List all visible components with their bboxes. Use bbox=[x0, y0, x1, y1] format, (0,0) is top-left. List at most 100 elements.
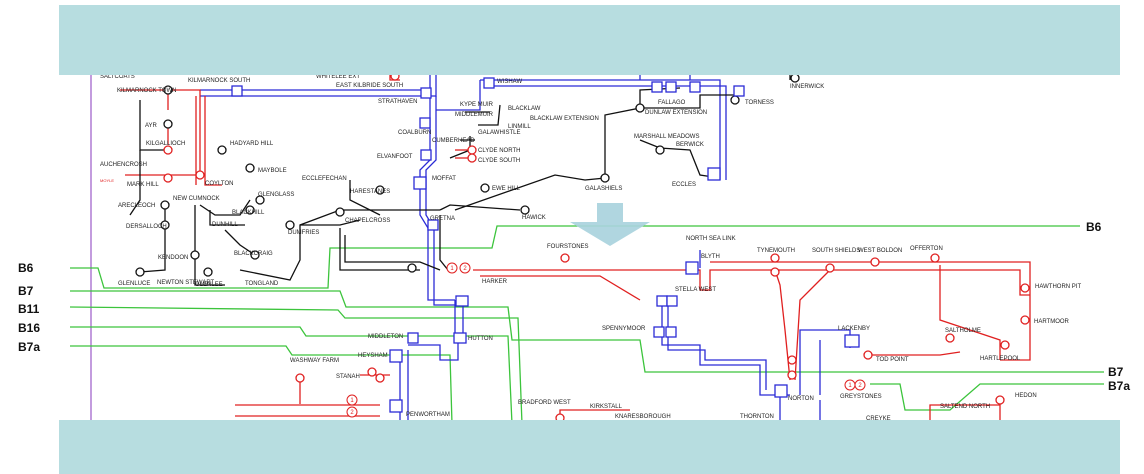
node-hawthorn bbox=[1021, 284, 1029, 292]
svg-text:BLACKLAW: BLACKLAW bbox=[508, 106, 541, 112]
node-west-boldon bbox=[871, 258, 879, 266]
svg-text:HUTTON: HUTTON bbox=[468, 336, 493, 342]
svg-text:DUNHILL: DUNHILL bbox=[212, 222, 238, 228]
boundary-label-b7a-right: B7a bbox=[1108, 379, 1130, 393]
svg-text:EAST KILBRIDE SOUTH: EAST KILBRIDE SOUTH bbox=[336, 83, 403, 89]
svg-text:KENDOON: KENDOON bbox=[158, 255, 188, 261]
svg-text:WASHWAY FARM: WASHWAY FARM bbox=[290, 358, 339, 364]
svg-text:ECCLEFECHAN: ECCLEFECHAN bbox=[302, 176, 347, 182]
node-clyde-south bbox=[468, 154, 476, 162]
sq-strathaven bbox=[421, 88, 431, 98]
boundary-label-b6-right: B6 bbox=[1086, 220, 1102, 234]
node-south-shields bbox=[826, 264, 834, 272]
node-ayr bbox=[164, 120, 172, 128]
svg-text:ECCLES: ECCLES bbox=[672, 182, 696, 188]
svg-text:WISHAW: WISHAW bbox=[497, 79, 522, 85]
sq-penwortham bbox=[390, 400, 402, 412]
svg-text:NORTON: NORTON bbox=[788, 396, 814, 402]
svg-text:HADYARD HILL: HADYARD HILL bbox=[230, 141, 274, 147]
svg-text:DUNLAW EXTENSION: DUNLAW EXTENSION bbox=[645, 110, 707, 116]
node-mark-hill bbox=[164, 174, 172, 182]
svg-text:DUMFRIES: DUMFRIES bbox=[288, 230, 319, 236]
node-dunlaw bbox=[636, 104, 644, 112]
svg-text:TONGLAND: TONGLAND bbox=[245, 281, 279, 287]
svg-text:KYPE MUIR: KYPE MUIR bbox=[460, 102, 494, 108]
svg-text:DERSALLOCH: DERSALLOCH bbox=[126, 224, 167, 230]
node-marshall bbox=[656, 146, 664, 154]
svg-text:AYR: AYR bbox=[145, 123, 158, 129]
lines-400kv bbox=[200, 60, 850, 424]
sq-coalburn bbox=[420, 118, 430, 128]
sq-elvanfoot bbox=[421, 150, 431, 160]
node-clyde-north bbox=[468, 146, 476, 154]
node-hedon bbox=[996, 396, 1004, 404]
top-banner bbox=[59, 5, 1120, 75]
node-offerton bbox=[931, 254, 939, 262]
node-labels: SALTCOATS KILMARNOCK SOUTH KILMARNOCK TO… bbox=[100, 74, 1081, 422]
svg-text:TORNESS: TORNESS bbox=[745, 100, 774, 106]
svg-text:CHAPELCROSS: CHAPELCROSS bbox=[345, 218, 390, 224]
bottom-banner bbox=[59, 420, 1120, 474]
svg-text:PENWORTHAM: PENWORTHAM bbox=[406, 412, 450, 418]
svg-text:ARECLEOCH: ARECLEOCH bbox=[118, 203, 155, 209]
node-hartlepool bbox=[1001, 341, 1009, 349]
boundary-b11-line bbox=[70, 307, 522, 424]
svg-text:BLACKLAW EXTENSION: BLACKLAW EXTENSION bbox=[530, 116, 599, 122]
node-hawick bbox=[521, 206, 529, 214]
sq-blyth bbox=[686, 262, 698, 274]
svg-text:NEW CUMNOCK: NEW CUMNOCK bbox=[173, 196, 220, 202]
boundary-label-b11: B11 bbox=[18, 302, 40, 316]
svg-text:MARK HILL: MARK HILL bbox=[127, 182, 159, 188]
svg-text:GALAWHISTLE: GALAWHISTLE bbox=[478, 130, 520, 136]
node-hadyard bbox=[218, 146, 226, 154]
svg-text:COYLTON: COYLTON bbox=[205, 181, 233, 187]
node-tynemouth bbox=[771, 254, 779, 262]
svg-text:TYNEMOUTH: TYNEMOUTH bbox=[757, 248, 795, 254]
svg-text:MOYLE: MOYLE bbox=[100, 178, 114, 183]
sq-spennymoor-1 bbox=[654, 327, 664, 337]
svg-text:AUCHENCROSH: AUCHENCROSH bbox=[100, 162, 147, 168]
node-kilgallioch bbox=[164, 146, 172, 154]
boundary-b16-line bbox=[70, 327, 512, 424]
svg-text:MIDDLETON: MIDDLETON bbox=[368, 334, 403, 340]
boundary-label-b7: B7 bbox=[18, 284, 34, 298]
sq-eccles bbox=[708, 168, 720, 180]
node-stanah-2 bbox=[376, 374, 384, 382]
node-innerwick bbox=[791, 74, 799, 82]
svg-text:HARTLEPOOL: HARTLEPOOL bbox=[980, 356, 1021, 362]
down-arrow-icon bbox=[570, 203, 650, 246]
node-coylton bbox=[196, 171, 204, 179]
sq-moffat bbox=[414, 177, 426, 189]
svg-text:BRADFORD WEST: BRADFORD WEST bbox=[518, 400, 571, 406]
node-tod-point bbox=[864, 351, 872, 359]
svg-text:BLYTH: BLYTH bbox=[701, 254, 720, 260]
svg-text:KILGALLIOCH: KILGALLIOCH bbox=[146, 141, 185, 147]
svg-text:GALASHIELS: GALASHIELS bbox=[585, 186, 622, 192]
svg-text:BLACKHILL: BLACKHILL bbox=[232, 210, 265, 216]
svg-text:BLACKCRAIG: BLACKCRAIG bbox=[234, 251, 273, 257]
svg-text:GRETNA: GRETNA bbox=[430, 216, 455, 222]
node-saltholme bbox=[946, 334, 954, 342]
svg-text:HEYSHAM: HEYSHAM bbox=[358, 353, 388, 359]
sq-fallago-2 bbox=[666, 82, 676, 92]
sq-lackenby bbox=[845, 335, 859, 347]
sq-spennymoor-2 bbox=[666, 327, 676, 337]
svg-text:GLENGLASS: GLENGLASS bbox=[258, 192, 294, 198]
svg-text:MARSHALL MEADOWS: MARSHALL MEADOWS bbox=[634, 134, 699, 140]
boundary-label-b7-right: B7 bbox=[1108, 365, 1124, 379]
boundary-label-b6: B6 bbox=[18, 261, 34, 275]
sq-wishaw bbox=[484, 78, 494, 88]
svg-text:EWE HILL: EWE HILL bbox=[492, 186, 521, 192]
svg-text:GLENLUCE: GLENLUCE bbox=[118, 281, 150, 287]
svg-text:COALBURN: COALBURN bbox=[398, 130, 431, 136]
svg-text:FALLAGO: FALLAGO bbox=[658, 100, 686, 106]
boundary-label-b16: B16 bbox=[18, 321, 40, 335]
node-stanah-1 bbox=[368, 368, 376, 376]
node-glenlee bbox=[204, 268, 212, 276]
svg-text:SALTEND NORTH: SALTEND NORTH bbox=[940, 404, 990, 410]
sq-harker bbox=[456, 296, 468, 306]
svg-text:HARTMOOR: HARTMOOR bbox=[1034, 319, 1070, 325]
sq-middleton bbox=[408, 333, 418, 343]
svg-text:KIRKSTALL: KIRKSTALL bbox=[590, 404, 623, 410]
svg-text:OFFERTON: OFFERTON bbox=[910, 246, 943, 252]
